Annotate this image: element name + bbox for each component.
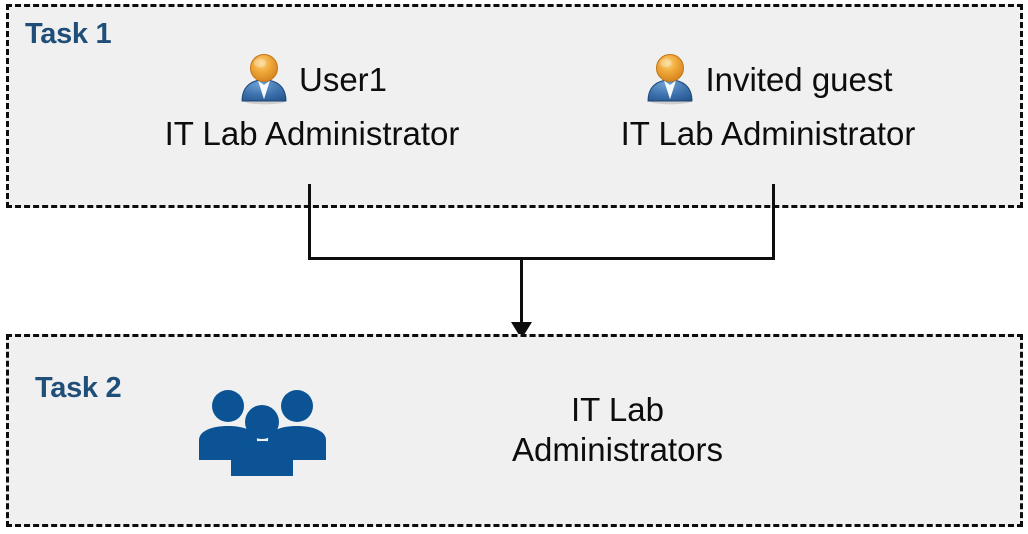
user-avatar-icon	[643, 52, 697, 106]
person-user1-header: User1	[122, 52, 502, 106]
task-1-label: Task 1	[25, 18, 112, 50]
user-avatar-icon	[237, 52, 291, 106]
group-label-line-1: IT Lab	[571, 390, 664, 428]
person-user1-role: IT Lab Administrator	[164, 115, 460, 152]
group-label: IT Lab Administrators	[330, 390, 895, 471]
group-it-lab-administrators: IT Lab Administrators	[195, 382, 895, 478]
person-invited-guest: Invited guest IT Lab Administrator	[578, 52, 958, 150]
person-invited-guest-header: Invited guest	[578, 52, 958, 106]
user-group-icon	[195, 382, 330, 478]
person-user1-name: User1	[298, 60, 388, 98]
person-invited-guest-name: Invited guest	[705, 60, 893, 98]
person-user1: User1 IT Lab Administrator	[122, 52, 502, 150]
group-label-line-2: Administrators	[512, 431, 723, 468]
person-invited-guest-role: IT Lab Administrator	[620, 115, 916, 152]
task-1-container	[6, 4, 1023, 208]
task-2-container	[6, 334, 1023, 527]
task-2-label: Task 2	[35, 372, 122, 404]
